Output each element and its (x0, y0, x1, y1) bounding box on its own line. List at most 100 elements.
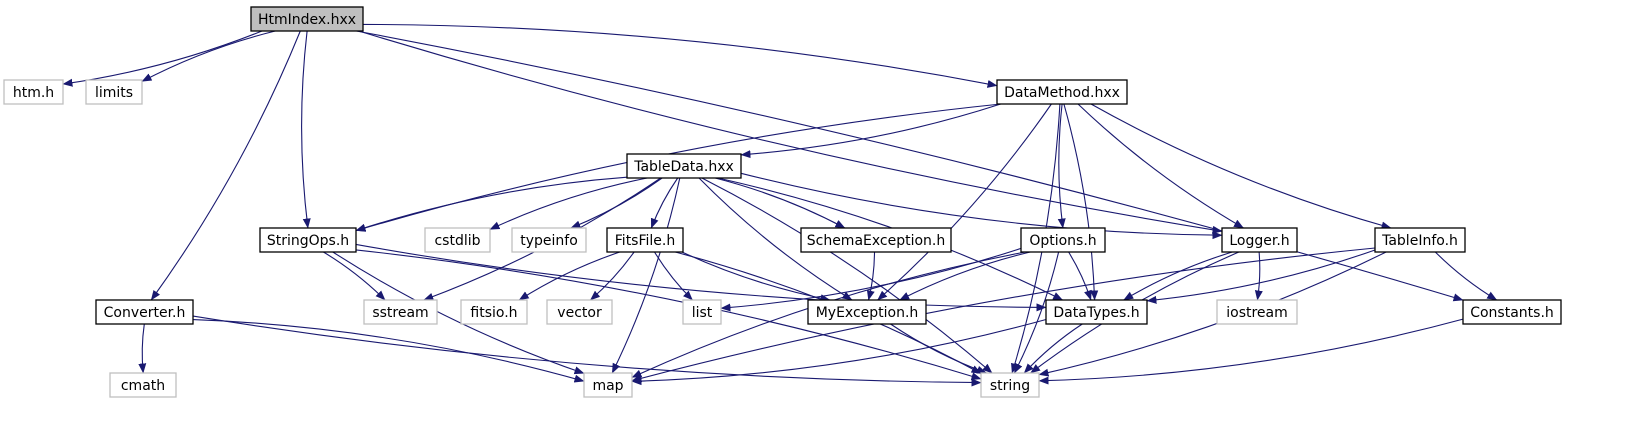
node-options-label: Options.h (1029, 233, 1096, 249)
edge-logger-to-datatypes (1123, 251, 1233, 301)
node-vector: vector (546, 299, 613, 325)
node-tabledata-label: TableData.hxx (633, 159, 734, 175)
node-stringops-label: StringOps.h (267, 233, 349, 249)
node-stringops[interactable]: StringOps.h (259, 227, 357, 253)
edge-htmindex-to-constants (356, 30, 1464, 302)
node-limits-box (85, 79, 143, 105)
node-limits: limits (85, 79, 143, 105)
edge-logger-to-iostream (1254, 251, 1263, 301)
node-map: map (583, 372, 633, 398)
edge-fitsfile-to-list (654, 251, 693, 301)
node-sstream-box (363, 299, 438, 325)
edge-tabledata-to-cstdlib (489, 177, 648, 230)
node-datamethod-box (996, 79, 1128, 105)
node-logger-label: Logger.h (1229, 233, 1289, 249)
node-htmindex[interactable]: HtmIndex.hxx (250, 6, 364, 32)
node-map-label: map (592, 378, 623, 394)
node-constants[interactable]: Constants.h (1462, 299, 1562, 325)
node-fitsfile-box (606, 227, 684, 253)
edge-tabledata-to-stringops (355, 176, 628, 232)
node-fitsfile[interactable]: FitsFile.h (606, 227, 684, 253)
edge-options-to-datatypes (1068, 251, 1092, 301)
node-fitsio-box (460, 299, 528, 325)
node-options-box (1020, 227, 1106, 253)
edge-datamethod-to-options (1057, 103, 1066, 229)
node-logger[interactable]: Logger.h (1221, 227, 1298, 253)
edge-schemaexception-to-myexception (866, 251, 876, 301)
node-sstream-label: sstream (372, 305, 428, 321)
edge-fitsfile-to-myexception (681, 251, 831, 303)
edge-htmindex-to-htm (62, 30, 263, 87)
edge-myexception-to-string (890, 323, 987, 374)
node-options[interactable]: Options.h (1020, 227, 1106, 253)
edge-datamethod-to-logger (1077, 103, 1244, 229)
node-typeinfo-box (511, 227, 587, 253)
edge-htmindex-to-converter (150, 30, 301, 301)
node-limits-label: limits (95, 85, 133, 101)
edges-layer (62, 23, 1498, 387)
node-vector-box (546, 299, 613, 325)
edge-datamethod-to-datatypes (1063, 103, 1099, 301)
node-fitsio-label: fitsio.h (470, 305, 517, 321)
edge-fitsfile-to-vector (590, 251, 635, 301)
node-fitsfile-label: FitsFile.h (615, 233, 675, 249)
edge-datamethod-to-tableinfo (1090, 103, 1392, 230)
edge-stringops-to-datatypes (355, 243, 1047, 312)
edge-tabledata-to-schemaexception (714, 177, 846, 229)
edge-tabledata-to-map (611, 177, 681, 374)
edge-datatypes-to-map (631, 318, 1047, 386)
node-list: list (682, 299, 722, 325)
node-converter-label: Converter.h (104, 305, 186, 321)
node-schemaexception-label: SchemaException.h (807, 233, 946, 249)
node-iostream: iostream (1216, 299, 1298, 325)
node-string-label: string (990, 378, 1030, 394)
node-datamethod-label: DataMethod.hxx (1004, 85, 1120, 101)
edge-htmindex-to-limits (141, 30, 276, 82)
node-constants-label: Constants.h (1470, 305, 1554, 321)
node-cmath-label: cmath (121, 378, 165, 394)
node-iostream-label: iostream (1226, 305, 1288, 321)
edge-options-to-myexception (899, 251, 1031, 301)
node-cstdlib: cstdlib (424, 227, 491, 253)
node-cmath: cmath (109, 372, 177, 398)
node-string-box (980, 372, 1040, 398)
edge-tabledata-to-fitsfile (650, 177, 679, 229)
edge-htmindex-to-logger (358, 30, 1223, 234)
node-stringops-box (259, 227, 357, 253)
edge-tabledata-to-typeinfo (570, 177, 663, 229)
node-schemaexception[interactable]: SchemaException.h (800, 227, 952, 253)
node-map-box (583, 372, 633, 398)
node-htm: htm.h (3, 79, 64, 105)
node-list-box (682, 299, 722, 325)
node-constants-box (1462, 299, 1562, 325)
edge-tabledata-to-string (701, 177, 993, 374)
edge-htmindex-to-stringops (301, 30, 311, 229)
edge-stringops-to-sstream (323, 251, 386, 301)
edge-tabledata-to-myexception (698, 177, 853, 301)
node-logger-box (1221, 227, 1298, 253)
node-datatypes[interactable]: DataTypes.h (1045, 299, 1148, 325)
edge-tableinfo-to-constants (1434, 251, 1498, 301)
node-converter-box (95, 299, 194, 325)
node-cmath-box (109, 372, 177, 398)
edge-datamethod-to-tabledata (740, 103, 1001, 159)
node-typeinfo: typeinfo (511, 227, 587, 253)
node-tableinfo-box (1374, 227, 1466, 253)
edge-tabledata-to-logger (740, 172, 1223, 240)
edge-constants-to-string (1038, 318, 1464, 385)
node-string: string (980, 372, 1040, 398)
edge-options-to-list (720, 247, 1022, 312)
node-tableinfo[interactable]: TableInfo.h (1374, 227, 1466, 253)
node-cstdlib-box (424, 227, 491, 253)
edge-converter-to-string (192, 315, 982, 387)
node-htmindex-box (250, 6, 364, 32)
node-typeinfo-label: typeinfo (520, 233, 578, 249)
edge-options-to-string (1013, 251, 1060, 374)
node-htmindex-label: HtmIndex.hxx (258, 12, 356, 28)
node-converter[interactable]: Converter.h (95, 299, 194, 325)
node-myexception[interactable]: MyException.h (807, 299, 927, 325)
node-datamethod[interactable]: DataMethod.hxx (996, 79, 1128, 105)
node-tabledata[interactable]: TableData.hxx (626, 153, 742, 179)
edge-converter-to-map (192, 319, 585, 383)
